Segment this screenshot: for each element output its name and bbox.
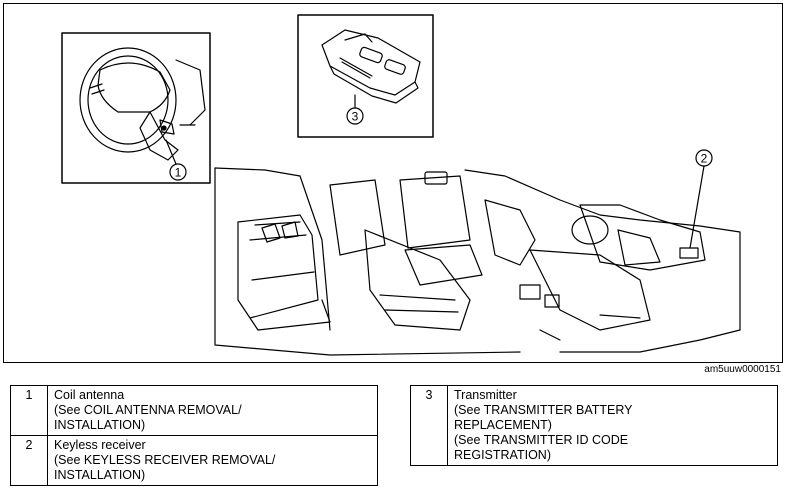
center-console [617,229,661,266]
legend-description: Keyless receiver (See KEYLESS RECEIVER R… [47,435,378,486]
keyless-receiver [679,247,699,259]
vehicle-interior-diagram: 1 2 3 [61,14,741,356]
figure-code: am5uuw0000151 [704,364,781,375]
dashboard [579,204,706,271]
floor-outline [214,167,521,356]
steering-wheel-inset-box [61,32,211,184]
legend-table-right: 3 Transmitter (See TRANSMITTER BATTERY R… [410,385,778,466]
legend-description: Coil antenna (See COIL ANTENNA REMOVAL/ … [47,385,378,436]
callout-3-label: 3 [352,110,359,124]
transmitter-inset-box [297,14,434,138]
legend-item-reference: (See COIL ANTENNA REMOVAL/ [54,403,242,417]
illustration-frame [3,3,783,363]
callout-1: 1 [165,139,187,181]
legend-item-name: Keyless receiver [54,438,146,452]
second-row-seat-left [329,179,386,256]
legend-item-name: Coil antenna [54,388,125,402]
legend-number: 1 [10,385,48,436]
front-steering-wheel [571,215,609,245]
legend-item-reference: (See TRANSMITTER BATTERY [454,403,633,417]
front-seat-driver [484,199,536,266]
third-row-seat [237,214,319,319]
roof-rear [214,167,301,177]
transmitter-inset [297,14,434,138]
front-seat-passenger [529,249,651,331]
legend-item-reference: REPLACEMENT) [454,418,552,432]
legend-row: 1 Coil antenna (See COIL ANTENNA REMOVAL… [10,385,378,436]
legend-number: 2 [10,435,48,486]
roof-front [464,169,741,331]
vehicle-cutaway [214,167,741,356]
callout-2: 2 [689,149,713,249]
steering-wheel-rim [79,47,177,153]
legend-number: 3 [410,385,448,466]
legend-row: 2 Keyless receiver (See KEYLESS RECEIVER… [10,435,378,486]
legend-item-name: Transmitter [454,388,517,402]
legend-row: 3 Transmitter (See TRANSMITTER BATTERY R… [410,385,778,466]
callout-3: 3 [346,107,364,125]
legend-item-reference: REGISTRATION) [454,448,551,462]
callout-2-label: 2 [701,152,708,166]
legend-item-reference: (See KEYLESS RECEIVER REMOVAL/ [54,453,276,467]
second-row-seat-right [399,175,471,249]
legend-item-reference: (See TRANSMITTER ID CODE [454,433,629,447]
steering-wheel-hub [97,62,171,113]
legend-item-reference: INSTALLATION) [54,468,146,482]
legend-table-left: 1 Coil antenna (See COIL ANTENNA REMOVAL… [10,385,378,486]
steering-wheel-inset [61,32,211,184]
callout-1-label: 1 [175,166,182,180]
legend-item-reference: INSTALLATION) [54,418,146,432]
key-fob-body [321,29,421,96]
legend-description: Transmitter (See TRANSMITTER BATTERY REP… [447,385,778,466]
coil-antenna-area [139,111,179,161]
